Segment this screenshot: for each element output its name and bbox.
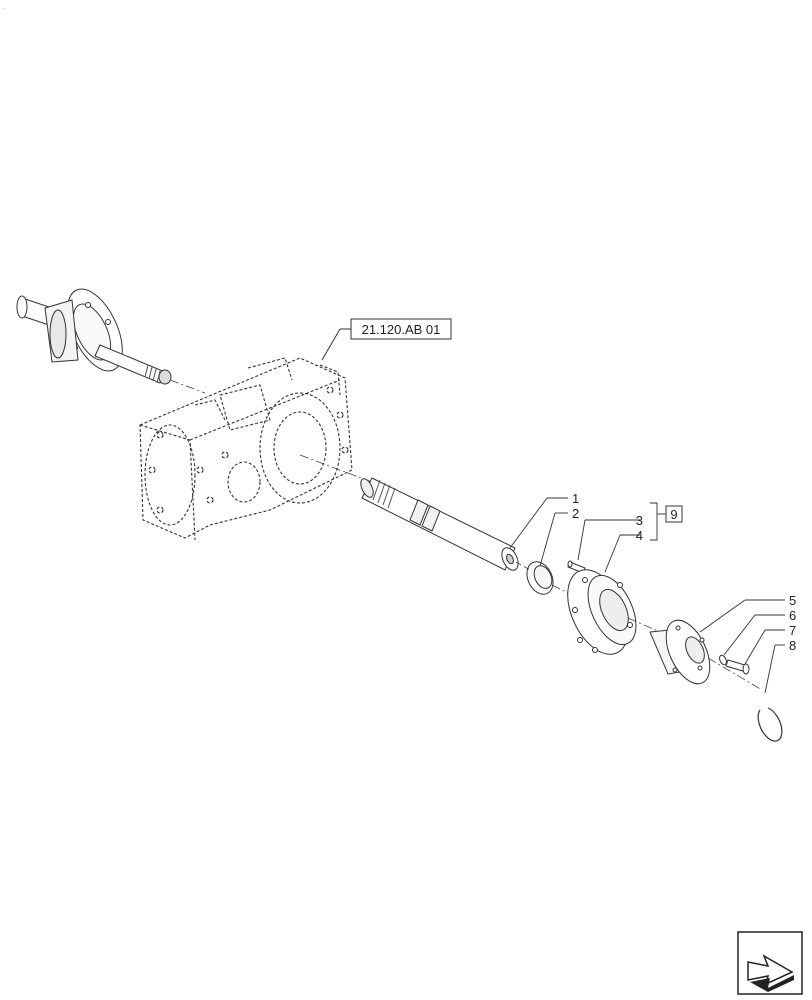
next-page-arrow-icon[interactable]	[737, 931, 803, 995]
bolt	[725, 659, 750, 675]
main-shaft	[360, 477, 519, 571]
kit-reference-label: 9	[670, 507, 677, 522]
corner-mark: .	[3, 5, 5, 11]
axis-line-middle	[299, 454, 373, 483]
callout-2[interactable]: 2	[572, 506, 579, 521]
callout-3[interactable]: 3	[636, 513, 643, 528]
flange	[567, 569, 637, 655]
callout-group	[509, 497, 785, 694]
kit-reference[interactable]: 9	[665, 505, 683, 523]
gearbox-housing	[139, 357, 353, 541]
snap-ring	[757, 707, 783, 742]
seal	[526, 561, 554, 595]
callout-5[interactable]: 5	[789, 593, 796, 608]
hub	[649, 619, 711, 685]
callout-1[interactable]: 1	[572, 491, 579, 506]
callout-6[interactable]: 6	[789, 608, 796, 623]
callout-8[interactable]: 8	[789, 638, 796, 653]
callout-7[interactable]: 7	[789, 623, 796, 638]
housing-reference[interactable]: 21.120.AB 01	[350, 318, 452, 340]
axle-shaft-assembly	[16, 288, 172, 385]
housing-reference-label: 21.120.AB 01	[362, 322, 441, 337]
callout-4[interactable]: 4	[636, 528, 643, 543]
axis-line-upper	[169, 379, 206, 394]
washer	[719, 654, 727, 666]
